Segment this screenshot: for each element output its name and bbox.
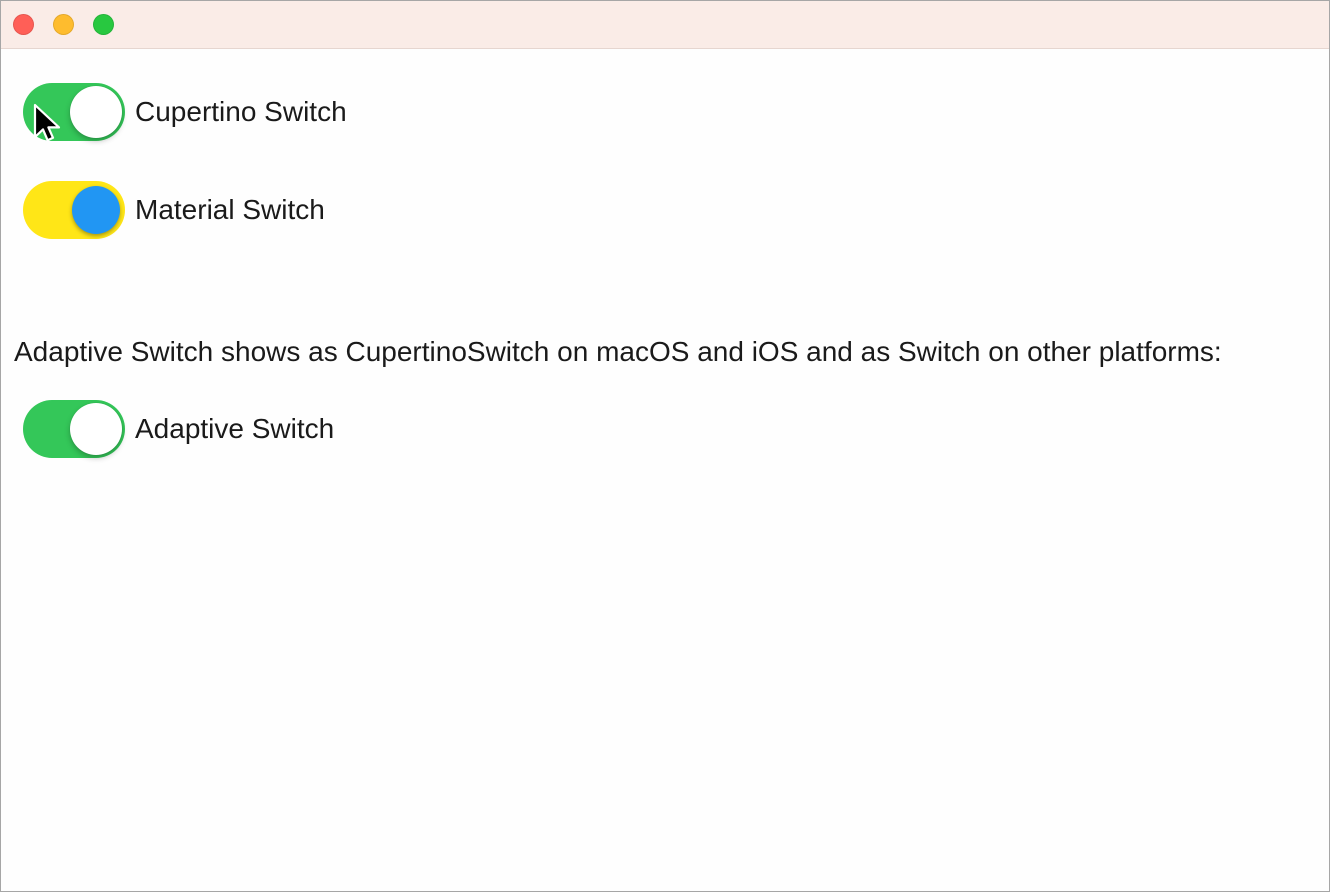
adaptive-switch[interactable] [23,400,125,458]
adaptive-switch-label: Adaptive Switch [135,413,335,444]
cupertino-switch-label: Cupertino Switch [135,96,347,127]
cupertino-switch[interactable] [23,83,125,141]
zoom-button[interactable] [93,14,114,35]
material-switch[interactable] [23,181,125,239]
window-titlebar [1,1,1329,49]
switch-thumb [70,403,122,455]
content-area: Cupertino Switch Material Switch Adaptiv… [1,49,1329,891]
adaptive-switch-row: Adaptive Switch [23,400,1329,458]
close-button[interactable] [13,14,34,35]
adaptive-switch-description: Adaptive Switch shows as CupertinoSwitch… [14,336,1222,367]
switch-thumb [70,86,122,138]
material-switch-row: Material Switch [23,181,1329,239]
minimize-button[interactable] [53,14,74,35]
cupertino-switch-row: Cupertino Switch [23,83,1329,141]
material-switch-label: Material Switch [135,194,325,225]
switch-thumb [72,186,120,234]
